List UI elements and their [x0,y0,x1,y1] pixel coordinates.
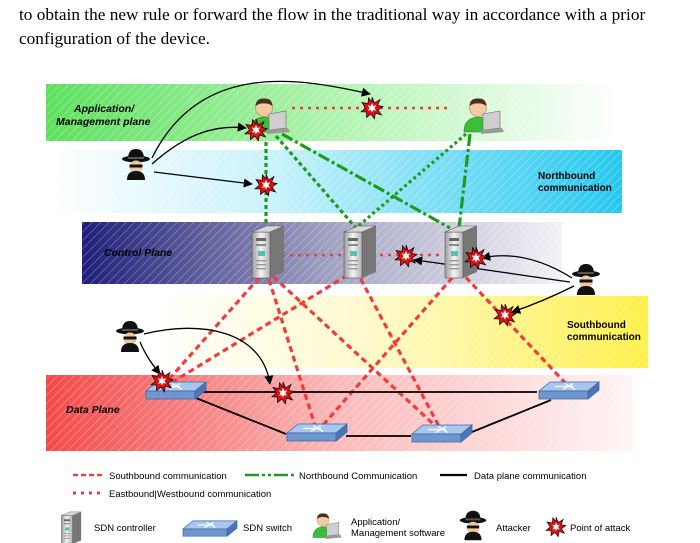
northbound-label-1: Northbound [538,171,595,182]
attack-arrow [151,80,371,159]
southbound-label-2: communication [567,332,641,343]
sb-link [264,269,319,433]
dp-link [471,399,552,433]
sb-link [315,268,461,434]
attack-arrow [143,327,274,385]
control-plane [82,222,562,284]
legend-attacker-icon [459,510,487,541]
legend-switch-label: SDN switch [243,523,292,534]
intro-paragraph: to obtain the new rule or forward the fl… [19,5,646,48]
nb-link [354,132,468,230]
sb-link [457,268,572,390]
application-plane-label-2: Management plane [56,116,151,128]
legend-controller-label: SDN controller [94,523,156,534]
northbound-links [264,132,472,230]
legend-dataplane-label: Data plane communication [474,471,586,482]
nb-link [274,134,358,230]
application-plane [46,84,618,141]
southbound-band [154,296,648,368]
nb-link [457,133,472,229]
legend-southbound-label: Southbound communication [109,471,227,482]
attacker-icon [572,264,600,295]
sb-link [354,269,444,433]
legend-attack-point-label: Point of attack [570,523,630,534]
attacker-icon [116,321,144,352]
attack-arrows [139,80,575,385]
dp-link [195,397,287,435]
sdn-switch-icon [411,424,473,443]
attack-arrow [153,171,253,188]
legend-attacker-label: Attacker [496,523,531,534]
data-plane-label: Data Plane [66,404,120,416]
attack-arrow [481,251,573,279]
legend-app-label-1: Application/ [351,517,400,528]
sb-link [165,268,357,388]
application-plane-label-1: Application/ [73,103,135,115]
sb-link [161,268,268,388]
legend: Southbound communication Northbound Comm… [61,471,630,543]
northbound-label-2: communication [538,183,612,194]
sdn-controller-icon [251,225,285,279]
sdn-controller-icon [343,225,377,279]
sdn-switch-icon [286,423,348,442]
sdn-switch-icon [538,381,600,400]
nb-link [281,132,451,230]
dataplane-links [195,391,552,437]
attack-arrow [139,341,161,375]
southbound-links [161,268,572,434]
southbound-label-1: Southbound [567,320,626,331]
legend-app-icon [312,513,343,540]
legend-switch-icon [182,520,238,537]
attack-arrow [511,285,575,314]
legend-controller-icon [61,511,82,543]
attack-arrow [413,256,571,283]
legend-attack-point-icon [545,516,567,538]
legend-northbound-label: Northbound Communication [299,471,417,482]
legend-app-label-2: Management software [351,528,445,539]
legend-eastwest-label: Eastbound|Westbound communication [109,489,271,500]
control-plane-label: Control Plane [104,247,172,259]
attack-arrow [151,122,247,165]
